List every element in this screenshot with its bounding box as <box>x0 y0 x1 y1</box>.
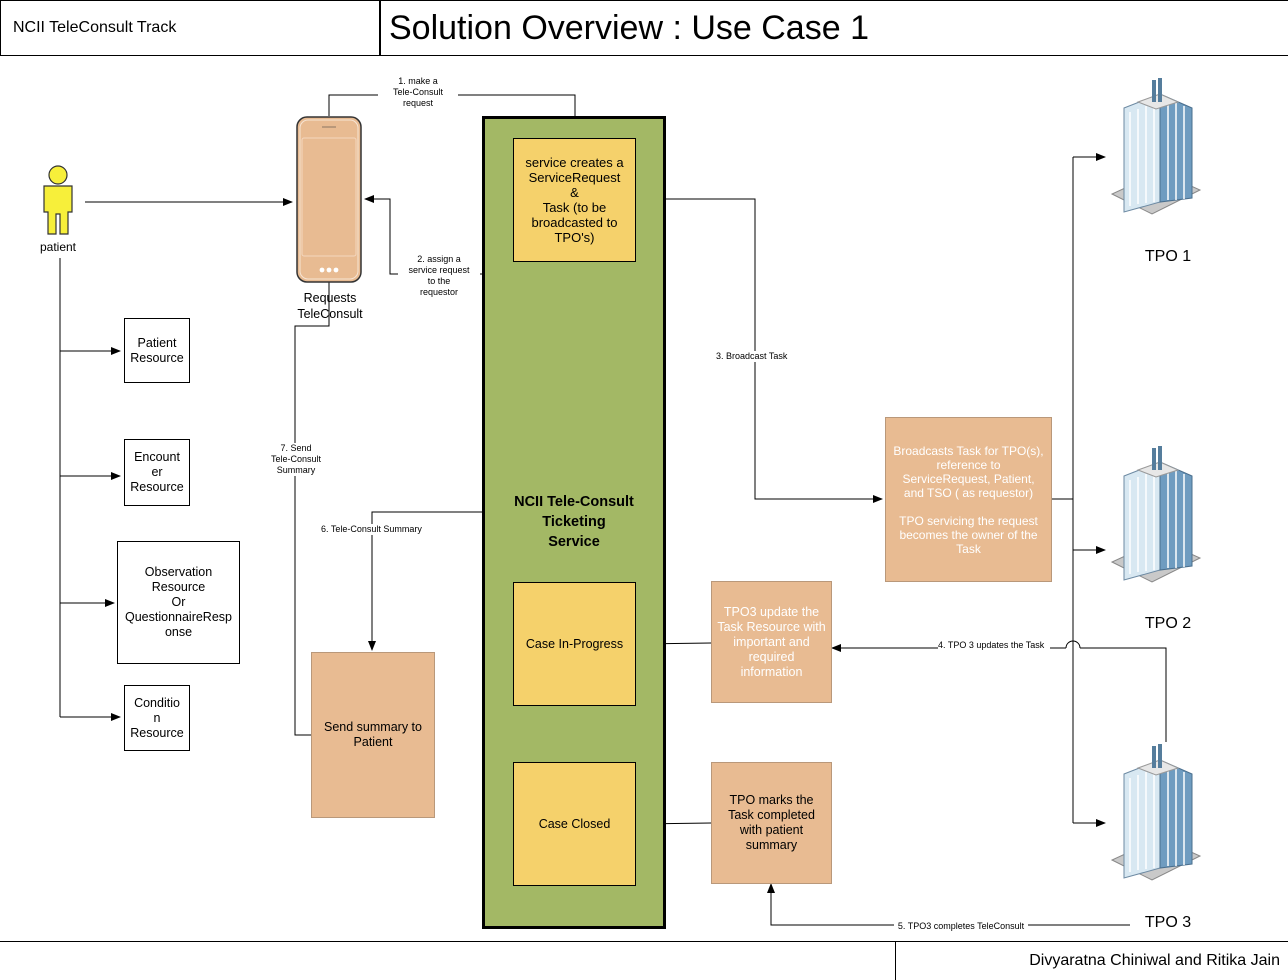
tpo3-label: TPO 3 <box>1144 914 1192 931</box>
step4-hop <box>1065 640 1081 649</box>
step1-label: 1. make a Tele-Consult request <box>378 76 458 109</box>
step5-label: 5. TPO3 completes TeleConsult <box>894 921 1028 932</box>
tpo3-building-icon <box>1110 744 1202 881</box>
page-title: Solution Overview : Use Case 1 <box>380 0 1288 56</box>
observation-resource-box: Observation Resource Or QuestionnaireRes… <box>117 541 240 664</box>
patient-resource-box: Patient Resource <box>124 318 190 383</box>
tpo1-building-icon <box>1110 78 1202 215</box>
case-in-progress-box: Case In-Progress <box>513 582 636 706</box>
patient-label: patient <box>39 240 77 254</box>
condition-resource-box: Conditio n Resource <box>124 685 190 751</box>
step3-label: 3. Broadcast Task <box>716 351 806 362</box>
step4-line-a <box>1080 647 1167 742</box>
track-label: NCII TeleConsult Track <box>0 0 380 56</box>
step7-label: 7. Send Tele-Consult Summary <box>262 443 330 476</box>
step3-arrow <box>636 198 883 503</box>
step4-label: 4. TPO 3 updates the Task <box>938 640 1050 651</box>
phone-icon <box>296 116 362 283</box>
footer-divider <box>0 941 1288 942</box>
step2-label: 2. assign a service request to the reque… <box>398 254 480 298</box>
service-create-box: service creates a ServiceRequest & Task … <box>513 138 636 262</box>
patient-icon <box>43 165 73 235</box>
footer-authors: Divyaratna Chiniwal and Ritika Jain <box>895 941 1288 980</box>
encounter-resource-box: Encount er Resource <box>124 439 190 506</box>
tpo1-label: TPO 1 <box>1144 248 1192 265</box>
tpo2-building-icon <box>1110 446 1202 583</box>
step6-arrow <box>368 511 482 651</box>
broadcast-box: Broadcasts Task for TPO(s), reference to… <box>885 417 1052 582</box>
service-title: NCII Tele-Consult Ticketing Service <box>514 494 634 550</box>
tpo3-update-box: TPO3 update the Task Resource with impor… <box>711 581 832 703</box>
send-summary-box: Send summary to Patient <box>311 652 435 818</box>
step6-label: 6. Tele-Consult Summary <box>321 524 431 535</box>
tpo2-label: TPO 2 <box>1144 615 1192 632</box>
tpo-complete-box: TPO marks the Task completed with patien… <box>711 762 832 884</box>
case-closed-box: Case Closed <box>513 762 636 886</box>
phone-label: Requests TeleConsult <box>297 291 363 321</box>
step5-arrow <box>767 883 1130 926</box>
